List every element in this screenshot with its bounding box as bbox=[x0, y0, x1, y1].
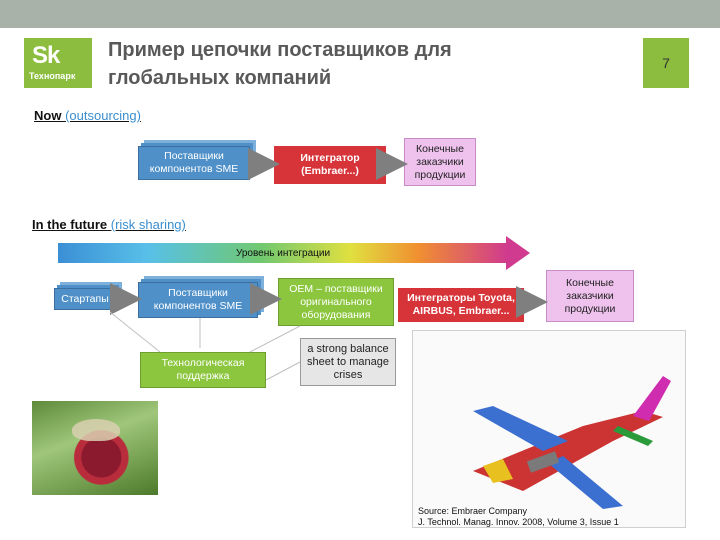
top-bar bbox=[0, 0, 720, 28]
now-integrator-box: Интегратор (Embraer...) bbox=[274, 146, 386, 184]
now-consumers-box: Конечные заказчики продукции bbox=[404, 138, 476, 186]
startups-box: Стартапы bbox=[54, 288, 116, 310]
future-heading-label: In the future bbox=[32, 217, 108, 232]
future-heading: In the future (risk sharing) bbox=[32, 217, 186, 232]
now-heading: Now (outsourcing) bbox=[34, 108, 141, 123]
skolkovo-logo: Sk Технопарк bbox=[24, 38, 92, 88]
beetle-photo bbox=[32, 401, 158, 495]
support-connector-3 bbox=[249, 325, 301, 353]
vertical-tail bbox=[633, 376, 671, 421]
support-connector-4 bbox=[265, 361, 301, 381]
slide-title-line1: Пример цепочки поставщиков для bbox=[108, 39, 452, 61]
embraer-aircraft-diagram bbox=[412, 330, 686, 528]
logo-mark: Sk bbox=[32, 42, 60, 69]
logo-name: Технопарк bbox=[29, 71, 76, 81]
now-subheading: (outsourcing) bbox=[65, 108, 141, 123]
tech-support-box: Технологическая поддержка bbox=[140, 352, 266, 388]
left-wing bbox=[473, 406, 568, 451]
page-number: 7 bbox=[643, 38, 689, 88]
future-suppliers-box: Поставщики компонентов SME bbox=[138, 282, 258, 318]
horizontal-tail bbox=[613, 426, 653, 446]
right-wing bbox=[548, 456, 623, 509]
aircraft-illustration bbox=[473, 376, 671, 509]
slide-title-line2: глобальных компаний bbox=[108, 67, 332, 89]
integration-level-bar: Уровень интеграции bbox=[58, 243, 508, 263]
figure-source: Source: Embraer Company J. Technol. Mana… bbox=[418, 506, 619, 528]
beetle-wing bbox=[72, 419, 120, 441]
slide-title: Пример цепочки поставщиков для глобальны… bbox=[108, 36, 528, 92]
engine bbox=[526, 451, 560, 473]
now-heading-label: Now bbox=[34, 108, 62, 123]
source-line1: Source: Embraer Company bbox=[418, 506, 528, 516]
oem-box: OEM – поставщики оригинального оборудова… bbox=[278, 278, 394, 326]
future-consumers-box: Конечные заказчики продукции bbox=[546, 270, 634, 322]
balance-sheet-box: a strong balance sheet to manage crises bbox=[300, 338, 396, 386]
source-line2: J. Technol. Manag. Innov. 2008, Volume 3… bbox=[418, 517, 619, 527]
future-integrators-box: Интеграторы Toyota, AIRBUS, Embraer... bbox=[398, 288, 524, 322]
support-connector-2 bbox=[109, 311, 161, 353]
future-subheading: (risk sharing) bbox=[110, 217, 186, 232]
nose-section bbox=[483, 459, 513, 483]
integration-level-arrowhead bbox=[506, 236, 530, 270]
